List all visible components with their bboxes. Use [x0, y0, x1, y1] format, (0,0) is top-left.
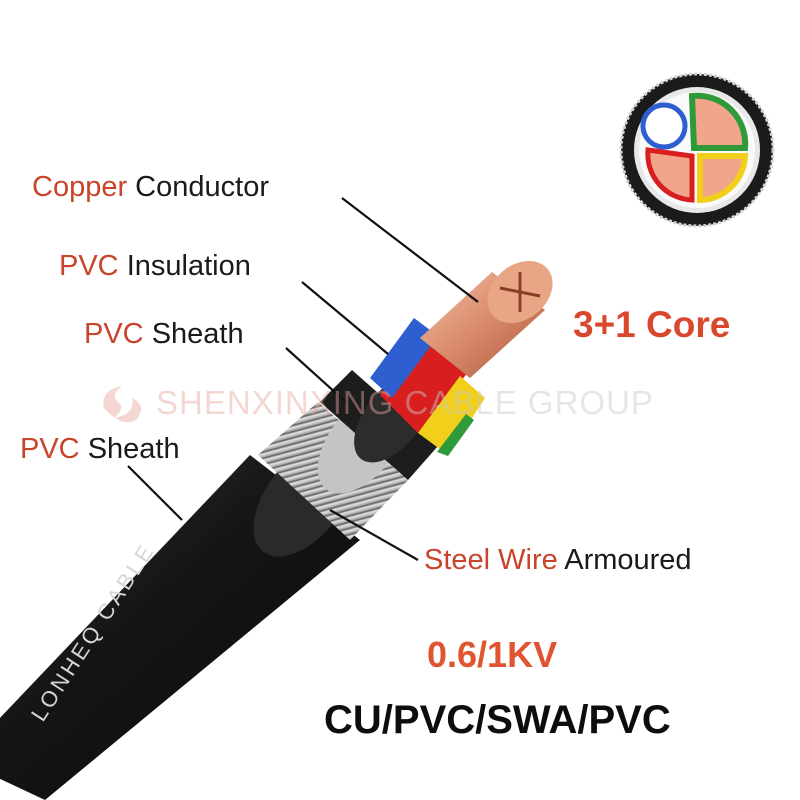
label-pvc-sheath-outer: PVC Sheath: [20, 433, 180, 465]
watermark: SHENXINXING CABLE GROUP: [96, 376, 653, 428]
leader-insulation: [301, 281, 389, 355]
watermark-logo-icon: [103, 386, 142, 423]
label-pvc-sheath-inner: PVC Sheath: [84, 318, 244, 350]
leader-sheath-outer: [127, 465, 183, 521]
label-steel-wire-armoured: Steel Wire Armoured: [424, 544, 692, 576]
leader-steel-wire: [329, 509, 419, 561]
core-yellow: [418, 376, 485, 455]
watermark-text: SHENXINXING CABLE GROUP: [156, 384, 654, 421]
voltage-rating: 0.6/1KV: [427, 634, 558, 675]
construction-code: CU/PVC/SWA/PVC: [324, 698, 671, 742]
leader-copper: [341, 197, 479, 303]
cross-section-icon: [617, 70, 777, 230]
label-copper-conductor: Copper Conductor: [32, 171, 269, 203]
core-config-label: 3+1 Core: [573, 304, 731, 345]
label-pvc-insulation: PVC Insulation: [59, 250, 251, 282]
leader-sheath-inner: [285, 347, 349, 405]
core-green: [437, 414, 474, 456]
